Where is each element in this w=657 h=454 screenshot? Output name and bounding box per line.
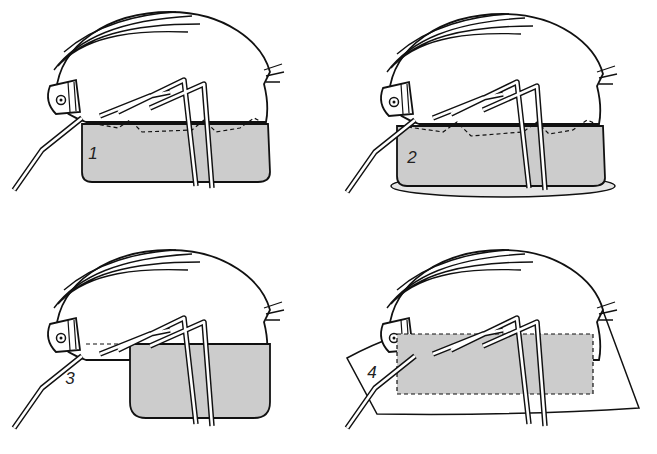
callout-number: 2 <box>407 149 416 166</box>
panel-three <box>14 250 284 428</box>
insect-drawing <box>381 14 617 124</box>
callout-number: 4 <box>367 364 376 381</box>
callout-number: 1 <box>88 145 97 162</box>
air-boundary <box>86 118 266 132</box>
insect-drawing <box>48 12 284 122</box>
air-store <box>82 124 270 182</box>
insect-drawing <box>48 250 284 360</box>
insect-legs <box>14 80 212 190</box>
panel-four <box>347 250 639 428</box>
insect-legs <box>347 82 545 192</box>
insect-legs <box>14 318 212 428</box>
air-store <box>397 126 605 186</box>
panel-two <box>347 14 617 197</box>
panel-one <box>14 12 284 190</box>
air-bubble <box>130 344 270 418</box>
callout-number: 3 <box>65 370 74 387</box>
air-boundary <box>401 120 601 136</box>
air-boundary <box>86 343 268 344</box>
insect-legs <box>347 318 545 428</box>
